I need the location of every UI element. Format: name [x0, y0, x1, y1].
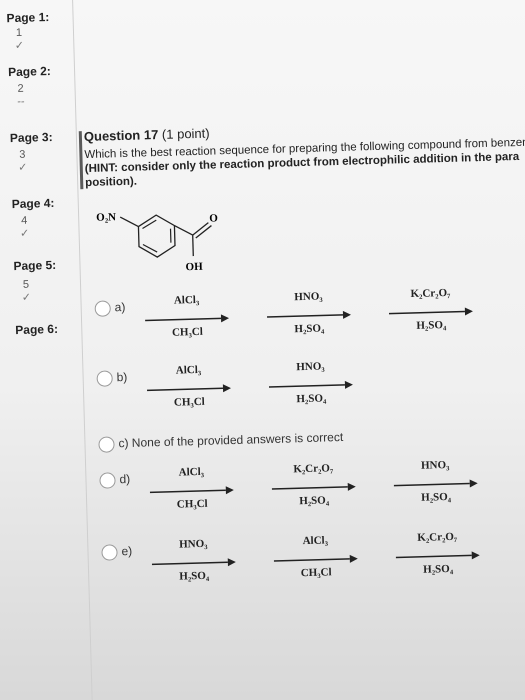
- reaction-arrow: [393, 479, 478, 488]
- reagent-bottom: H₂SO₄: [294, 322, 325, 336]
- reaction-step: AlCl₃ CH₃Cl: [141, 465, 242, 518]
- reagent-top: AlCl₃: [173, 293, 200, 307]
- option-c-letter: c): [118, 435, 129, 451]
- option-d-radio[interactable]: [99, 472, 116, 489]
- reagent-top: AlCl₃: [178, 465, 205, 479]
- reagent-bottom: CH₃Cl: [171, 325, 203, 339]
- question-1-link[interactable]: 1 ✓: [7, 27, 32, 53]
- carbonyl-oxygen-label: O: [209, 212, 218, 224]
- reagent-top: HNO₃: [178, 537, 208, 551]
- page-5-label: Page 5:: [13, 257, 57, 274]
- reaction-arrow: [149, 486, 234, 495]
- option-c[interactable]: c) None of the provided answers is corre…: [92, 420, 525, 457]
- reagent-bottom: H₂SO₄: [299, 494, 330, 508]
- reaction-step: AlCl₃ CH₃Cl: [265, 533, 366, 586]
- option-c-radio[interactable]: [98, 436, 115, 453]
- page-3-label: Page 3:: [9, 129, 53, 146]
- reaction-arrow: [145, 314, 230, 323]
- option-b-letter: b): [116, 369, 128, 385]
- question-4-link[interactable]: 4 ✓: [12, 214, 37, 240]
- reagent-top: K₂Cr₂O₇: [293, 462, 334, 476]
- reagent-top: HNO₃: [296, 360, 325, 374]
- reagent-bottom: CH₃Cl: [176, 497, 208, 511]
- check-icon: ✓: [21, 291, 32, 304]
- reaction-step: HNO₃ H₂SO₄: [260, 359, 361, 412]
- option-d[interactable]: d) AlCl₃ CH₃Cl K₂Cr₂O₇ H₂SO₄ HNO₃ H₂SO₄: [93, 456, 525, 529]
- option-b[interactable]: b) AlCl₃ CH₃Cl HNO₃ H₂SO₄: [90, 354, 525, 427]
- question-prompt: Which is the best reaction sequence for …: [84, 135, 525, 190]
- reagent-top: K₂Cr₂O₇: [417, 530, 458, 544]
- reaction-arrow: [267, 310, 351, 319]
- reagent-bottom: H₂SO₄: [421, 490, 452, 504]
- reaction-arrow: [147, 384, 231, 393]
- question-5-number: 5: [22, 278, 30, 291]
- option-e-letter: e): [121, 543, 133, 559]
- question-4-number: 4: [21, 214, 28, 227]
- question-2-number: 2: [17, 82, 24, 95]
- option-a-letter: a): [114, 299, 126, 315]
- question-points: (1 point): [161, 125, 210, 142]
- reagent-bottom: H₂SO₄: [423, 562, 454, 576]
- option-c-text: None of the provided answers is correct: [131, 429, 344, 450]
- reaction-step: K₂Cr₂O₇ H₂SO₄: [380, 286, 481, 339]
- reaction-step: AlCl₃ CH₃Cl: [136, 293, 237, 346]
- nitro-group-label: O₂N: [96, 211, 116, 224]
- unanswered-dash-icon: --: [17, 95, 25, 108]
- option-b-radio[interactable]: [96, 370, 113, 387]
- check-icon: ✓: [14, 39, 25, 52]
- reagent-bottom: H₂SO₄: [296, 392, 327, 406]
- question-1-number: 1: [15, 26, 23, 39]
- reaction-arrow: [395, 551, 480, 560]
- question-3-link[interactable]: 3 ✓: [10, 148, 35, 174]
- reaction-arrow: [151, 558, 236, 567]
- question-3-number: 3: [19, 148, 26, 161]
- page-4-label: Page 4:: [11, 195, 55, 212]
- page-1-label: Page 1:: [6, 10, 50, 26]
- option-e-radio[interactable]: [101, 544, 118, 561]
- reagent-top: HNO₃: [420, 459, 450, 472]
- option-e[interactable]: e) HNO₃ H₂SO₄ AlCl₃ CH₃Cl K₂Cr₂O₇ H₂SO₄: [95, 528, 525, 601]
- question-5-link[interactable]: 5 ✓: [14, 278, 39, 304]
- page-6-label: Page 6:: [15, 321, 59, 338]
- reaction-step: HNO₃ H₂SO₄: [143, 537, 244, 590]
- reagent-bottom: H₂SO₄: [416, 319, 447, 332]
- check-icon: ✓: [19, 227, 30, 240]
- reaction-step: K₂Cr₂O₇ H₂SO₄: [263, 461, 364, 514]
- reagent-top: AlCl₃: [302, 534, 329, 548]
- option-d-letter: d): [119, 471, 131, 487]
- reaction-step: HNO₃ H₂SO₄: [258, 289, 359, 342]
- question-panel: Question 17 (1 point) Which is the best …: [78, 116, 525, 583]
- reaction-step: K₂Cr₂O₇ H₂SO₄: [387, 530, 488, 583]
- reaction-arrow: [273, 554, 358, 563]
- reagent-bottom: CH₃Cl: [300, 566, 332, 580]
- reaction-step: AlCl₃ CH₃Cl: [138, 363, 239, 416]
- reagent-bottom: H₂SO₄: [179, 569, 210, 583]
- benzene-ring: [137, 214, 176, 258]
- check-icon: ✓: [17, 161, 28, 174]
- option-c-label: c) None of the provided answers is corre…: [118, 430, 343, 450]
- reaction-arrow: [271, 482, 356, 491]
- reagent-top: HNO₃: [294, 290, 323, 304]
- reaction-arrow: [268, 380, 353, 389]
- reagent-bottom: CH₃Cl: [173, 395, 205, 409]
- option-a[interactable]: a) AlCl₃ CH₃Cl HNO₃ H₂SO₄ K₂Cr₂O₇ H₂SO₄: [88, 284, 525, 357]
- reagent-top: AlCl₃: [175, 363, 202, 377]
- page-navigation-sidebar: Page 1: 1 ✓ Page 2: 2 -- Page 3: 3 ✓ Pag…: [2, 0, 94, 700]
- reaction-arrow: [388, 307, 473, 316]
- reaction-step: HNO₃ H₂SO₄: [385, 458, 486, 511]
- question-accent-bar: [78, 131, 84, 190]
- hydroxyl-label: OH: [185, 261, 203, 273]
- question-2-link[interactable]: 2 --: [8, 83, 33, 109]
- reagent-top: K₂Cr₂O₇: [410, 286, 451, 301]
- target-molecule-structure: O₂N O OH: [96, 211, 218, 273]
- option-a-radio[interactable]: [94, 300, 111, 317]
- question-title: Question 17: [83, 127, 159, 145]
- page-2-label: Page 2:: [7, 63, 51, 80]
